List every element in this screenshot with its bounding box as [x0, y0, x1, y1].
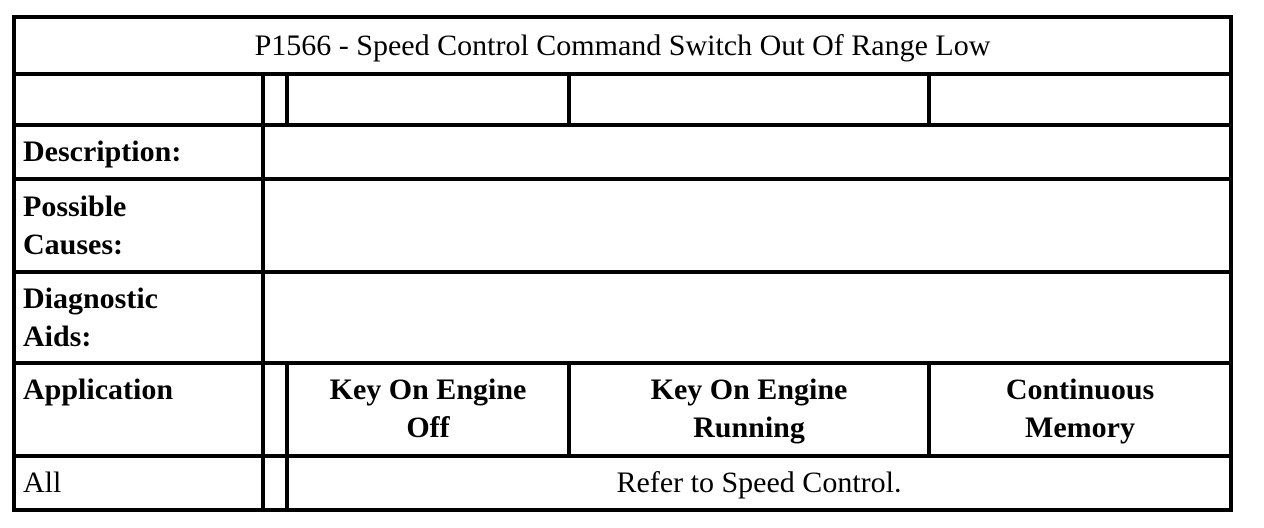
action-value: Refer to Speed Control. [284, 454, 1234, 512]
possible-causes-value [260, 177, 1234, 274]
description-value [260, 123, 1234, 181]
blank-row [12, 72, 1234, 127]
spacer-cell [261, 361, 289, 458]
possible-causes-label: Possible Causes: [12, 177, 265, 274]
dtc-table: P1566 - Speed Control Command Switch Out… [11, 15, 1234, 512]
empty-cell [567, 72, 931, 127]
title-row: P1566 - Speed Control Command Switch Out… [11, 15, 1234, 76]
table-row: All Refer to Speed Control. [12, 454, 1234, 512]
spacer-cell [261, 72, 289, 127]
description-label: Description: [12, 123, 265, 181]
continuous-memory-column-header: Continuous Memory [926, 361, 1234, 458]
application-column-header: Application [12, 361, 265, 458]
diagnostic-aids-label: Diagnostic Aids: [12, 270, 265, 365]
dtc-title: P1566 - Speed Control Command Switch Out… [11, 15, 1234, 76]
description-row: Description: [12, 123, 1234, 181]
diagnostic-aids-value [260, 270, 1234, 365]
spacer-cell [261, 454, 289, 512]
application-value: All [12, 454, 265, 512]
column-header-row: Application Key On Engine Off Key On Eng… [12, 361, 1234, 458]
key-on-engine-running-column-header: Key On Engine Running [567, 361, 931, 458]
possible-causes-row: Possible Causes: [12, 177, 1234, 274]
empty-cell [12, 72, 265, 127]
empty-cell [285, 72, 571, 127]
key-on-engine-off-column-header: Key On Engine Off [285, 361, 571, 458]
diagnostic-aids-row: Diagnostic Aids: [12, 270, 1234, 365]
empty-cell [926, 72, 1234, 127]
